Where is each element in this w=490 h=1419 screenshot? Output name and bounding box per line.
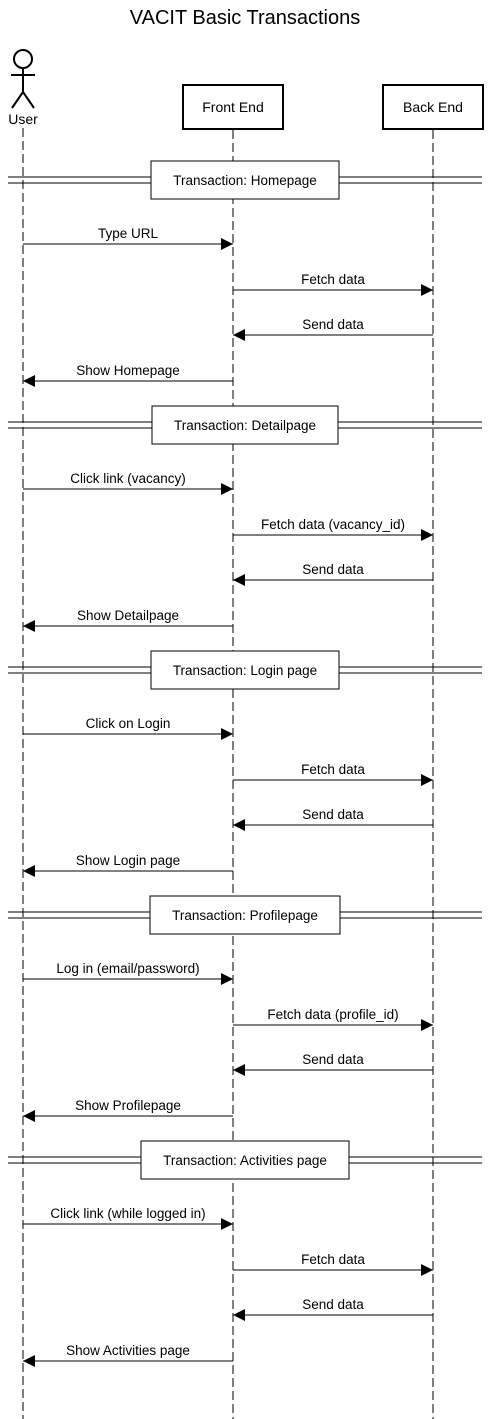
message-label: Fetch data (profile_id): [267, 1007, 398, 1022]
transaction-label-box: [151, 405, 339, 445]
arrowhead-icon: [233, 819, 245, 831]
message-label: Log in (email/password): [56, 961, 199, 976]
arrowhead-icon: [421, 1264, 433, 1276]
message-label: Fetch data: [301, 1252, 365, 1267]
arrowhead-icon: [233, 1064, 245, 1076]
message: Fetch data: [233, 272, 433, 296]
actor-user: User: [8, 49, 38, 127]
arrowhead-icon: [233, 329, 245, 341]
message: Click link (while logged in): [23, 1206, 233, 1230]
arrowhead-icon: [233, 1309, 245, 1321]
message-label: Fetch data: [301, 762, 365, 777]
message-label: Show Activities page: [66, 1343, 190, 1358]
message: Send data: [233, 807, 433, 831]
message: Click link (vacancy): [23, 471, 233, 495]
arrowhead-icon: [233, 574, 245, 586]
arrowhead-icon: [221, 728, 233, 740]
arrowhead-icon: [23, 1355, 35, 1367]
message-label: Send data: [302, 1297, 364, 1312]
message: Send data: [233, 1052, 433, 1076]
arrowhead-icon: [221, 1218, 233, 1230]
message-label: Type URL: [98, 226, 159, 241]
arrowhead-icon: [23, 620, 35, 632]
message-label: Show Login page: [76, 853, 180, 868]
transaction-label: Transaction: Detailpage: [174, 418, 316, 433]
arrowhead-icon: [421, 529, 433, 541]
arrowhead-icon: [421, 1019, 433, 1031]
arrowhead-icon: [23, 1110, 35, 1122]
message-label: Click link (vacancy): [70, 471, 186, 486]
message: Log in (email/password): [23, 961, 233, 985]
message-label: Show Detailpage: [77, 608, 179, 623]
transaction-label: Transaction: Homepage: [173, 173, 317, 188]
lifelines: [22, 128, 434, 1419]
actor-label: User: [8, 111, 38, 127]
message-label: Send data: [302, 317, 364, 332]
transaction-divider: Transaction: Homepage: [8, 160, 482, 200]
transaction-label-box: [150, 650, 340, 690]
transaction-divider: Transaction: Login page: [8, 650, 482, 690]
message-label: Send data: [302, 1052, 364, 1067]
arrowhead-icon: [23, 865, 35, 877]
message: Show Login page: [23, 853, 233, 877]
arrowhead-icon: [221, 973, 233, 985]
transaction-label: Transaction: Login page: [173, 663, 317, 678]
transaction-label-box: [150, 160, 340, 200]
message: Type URL: [23, 226, 233, 250]
message: Fetch data (profile_id): [233, 1007, 433, 1031]
transaction-label-box: [140, 1140, 350, 1180]
transaction-label-box: [149, 895, 341, 935]
message-label: Fetch data: [301, 272, 365, 287]
message: Show Detailpage: [23, 608, 233, 632]
message-label: Click on Login: [86, 716, 171, 731]
message: Show Profilepage: [23, 1098, 233, 1122]
arrowhead-icon: [23, 375, 35, 387]
message: Show Activities page: [23, 1343, 233, 1367]
arrowhead-icon: [221, 238, 233, 250]
message: Send data: [233, 562, 433, 586]
participant-back-end: Back End: [382, 84, 484, 130]
message-label: Fetch data (vacancy_id): [261, 517, 405, 532]
message-label: Send data: [302, 562, 364, 577]
message: Send data: [233, 1297, 433, 1321]
transaction-divider: Transaction: Activities page: [8, 1140, 482, 1180]
diagram-title: VACIT Basic Transactions: [130, 7, 360, 29]
message-label: Click link (while logged in): [50, 1206, 205, 1221]
message-label: Show Profilepage: [75, 1098, 181, 1113]
message: Send data: [233, 317, 433, 341]
participant-box: [182, 84, 284, 130]
transaction-divider: Transaction: Detailpage: [8, 405, 482, 445]
message: Fetch data (vacancy_id): [233, 517, 433, 541]
stick-figure-icon: [11, 49, 35, 109]
arrowhead-icon: [421, 284, 433, 296]
participant-label: Back End: [403, 99, 463, 115]
message: Show Homepage: [23, 363, 233, 387]
participant-box: [382, 84, 484, 130]
participant-front-end: Front End: [182, 84, 284, 130]
message-label: Send data: [302, 807, 364, 822]
participant-label: Front End: [202, 99, 263, 115]
arrowhead-icon: [421, 774, 433, 786]
message: Fetch data: [233, 1252, 433, 1276]
message: Fetch data: [233, 762, 433, 786]
arrowhead-icon: [221, 483, 233, 495]
transaction-label: Transaction: Profilepage: [172, 908, 318, 923]
message: Click on Login: [23, 716, 233, 740]
message-label: Show Homepage: [76, 363, 180, 378]
transaction-divider: Transaction: Profilepage: [8, 895, 482, 935]
transaction-label: Transaction: Activities page: [163, 1153, 327, 1168]
